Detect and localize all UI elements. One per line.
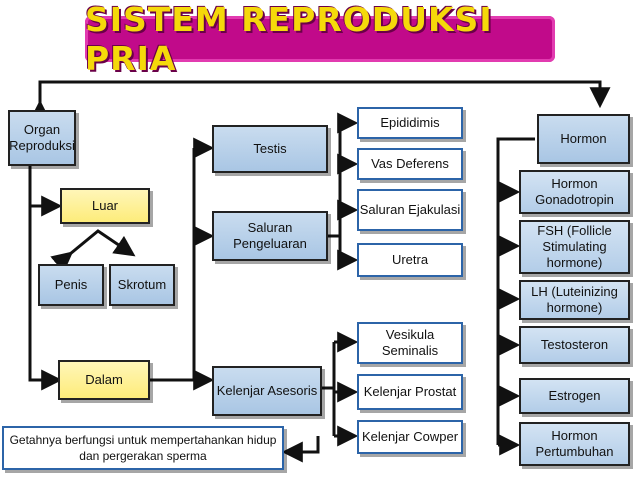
- box-epididimis: Epididimis: [357, 107, 463, 139]
- box-lh: LH (Luteinizing hormone): [519, 280, 630, 320]
- note-getah-function: Getahnya berfungsi untuk mempertahankan …: [2, 426, 284, 470]
- box-dalam: Dalam: [58, 360, 150, 400]
- box-skrotum: Skrotum: [109, 264, 175, 306]
- box-uretra: Uretra: [357, 243, 463, 277]
- box-testosteron: Testosteron: [519, 326, 630, 364]
- luar-split: [50, 229, 136, 273]
- box-kelenjar-asesoris: Kelenjar Asesoris: [212, 366, 322, 416]
- diagram-title: SISTEM REPRODUKSI PRIA: [85, 0, 555, 78]
- box-hormon-gonadotropin: Hormon Gonadotropin: [519, 170, 630, 214]
- box-luar: Luar: [60, 188, 150, 224]
- box-penis: Penis: [38, 264, 104, 306]
- organ-spine: [28, 166, 63, 391]
- box-hormon: Hormon: [537, 114, 630, 164]
- box-testis: Testis: [212, 125, 328, 173]
- hormon-link: [496, 137, 535, 445]
- box-kelenjar-cowper: Kelenjar Cowper: [357, 420, 463, 454]
- box-saluran-ejakulasi: Saluran Ejakulasi: [357, 189, 463, 231]
- box-fsh: FSH (Follicle Stimulating hormone): [519, 220, 630, 274]
- box-vas-deferens: Vas Deferens: [357, 148, 463, 180]
- box-organ-reproduksi: Organ Reproduksi: [8, 110, 76, 166]
- box-estrogen: Estrogen: [519, 378, 630, 414]
- box-saluran-pengeluaran: Saluran Pengeluaran: [212, 211, 328, 261]
- box-kelenjar-prostat: Kelenjar Prostat: [357, 374, 463, 410]
- cowper-to-note: [281, 436, 320, 463]
- box-vesikula-seminalis: Vesikula Seminalis: [357, 322, 463, 364]
- top-connector: [29, 80, 611, 121]
- box-hormon-pertumbuhan: Hormon Pertumbuhan: [519, 422, 630, 466]
